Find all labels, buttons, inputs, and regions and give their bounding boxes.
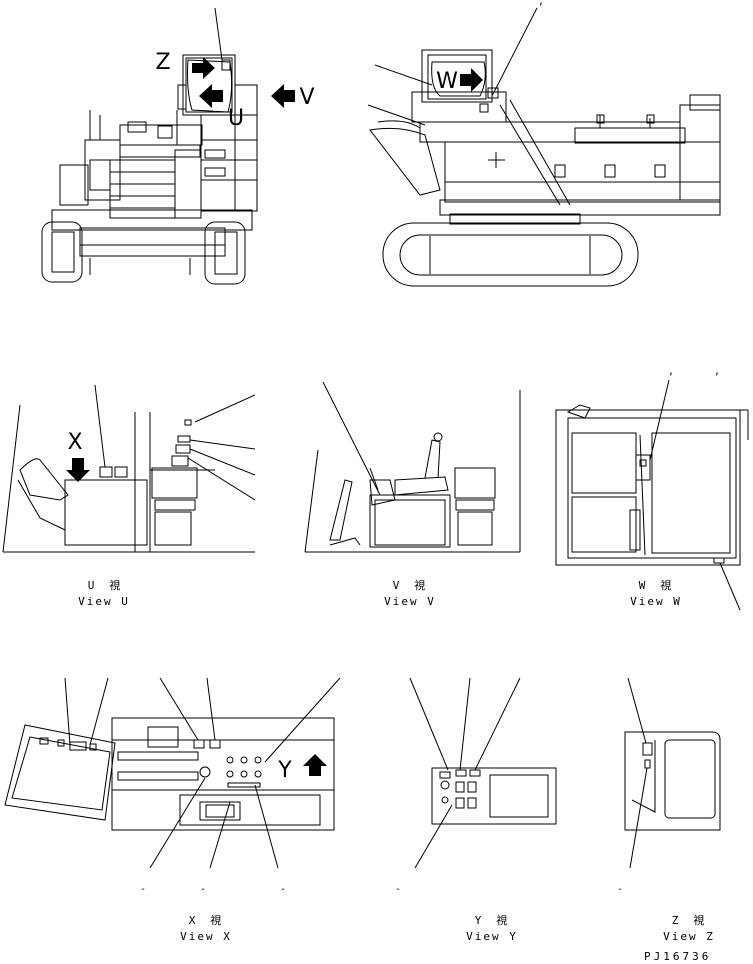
drawing-code: PJ16736 — [644, 950, 712, 963]
view-v-caption-jp: V 視 — [392, 579, 428, 592]
view-x-caption: View X — [180, 930, 232, 943]
direction-arrow-v — [271, 84, 295, 108]
machine-side-view — [367, 7, 721, 287]
view-u-caption-jp: U 視 — [87, 579, 123, 592]
view-z-caption-jp: Z 視 — [671, 914, 707, 927]
view-z-drawing — [624, 677, 721, 869]
dash-mark: - — [617, 884, 624, 895]
view-w-caption: View W — [630, 595, 682, 608]
direction-arrow-y — [303, 754, 327, 776]
label-w: W — [436, 69, 458, 94]
view-u-caption: View U — [78, 595, 130, 608]
view-x-drawing — [4, 677, 341, 869]
view-v-drawing — [304, 381, 521, 553]
view-v-caption: View V — [384, 595, 436, 608]
direction-arrow-u — [199, 84, 223, 108]
view-w-drawing — [555, 379, 749, 611]
comma-mark: , — [714, 366, 721, 377]
direction-arrow-w — [460, 68, 483, 92]
view-x-caption-jp: X 視 — [188, 914, 224, 927]
dash-mark: - — [140, 884, 147, 895]
direction-arrow-x — [66, 458, 90, 482]
direction-arrow-z — [192, 57, 215, 79]
label-z: Z — [155, 50, 171, 75]
label-u: U — [227, 106, 245, 131]
label-v: V — [299, 85, 315, 110]
view-y-caption: View Y — [466, 930, 518, 943]
view-y-caption-jp: Y 視 — [474, 914, 510, 927]
view-u-drawing — [2, 384, 256, 553]
machine-front-view — [41, 7, 258, 285]
view-z-caption: View Z — [663, 930, 715, 943]
comma-mark: , — [668, 366, 675, 377]
view-w-caption-jp: W 視 — [638, 579, 674, 592]
label-y: Y — [278, 758, 292, 783]
dash-mark: - — [200, 884, 207, 895]
label-x: X — [67, 430, 83, 455]
comma-mark: , — [538, 0, 545, 7]
dash-mark: - — [395, 884, 402, 895]
view-y-drawing — [409, 677, 557, 869]
dash-mark: - — [280, 884, 287, 895]
